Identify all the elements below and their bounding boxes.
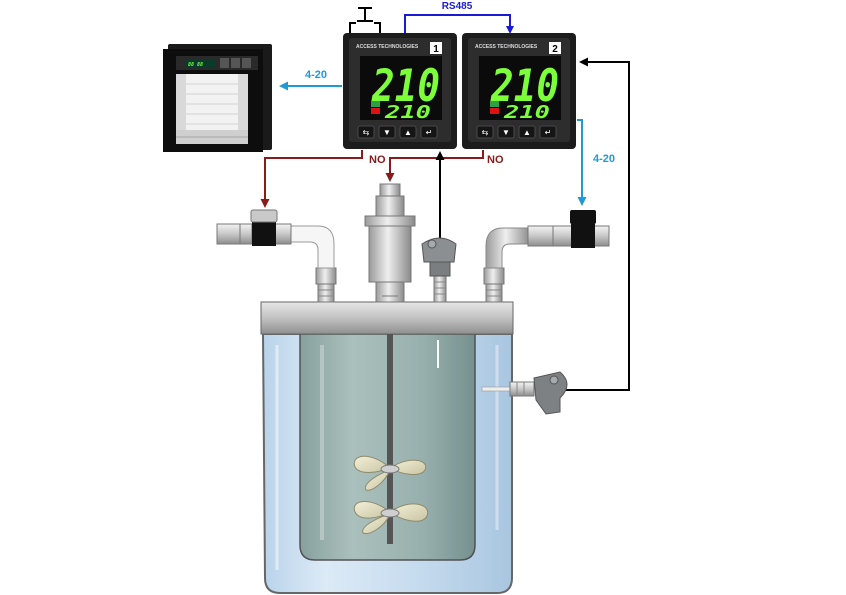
controller-1-up-label: ▲ — [404, 128, 412, 137]
analog-output-to-recorder: 4-20 — [279, 69, 342, 91]
controller-2-number: 2 — [552, 44, 558, 55]
analog-output-to-valve: 4-20 — [577, 119, 615, 206]
controller-1-enter-label: ↵ — [426, 128, 433, 137]
relay-output-left: NO — [260, 150, 386, 208]
temperature-controller-1: ACCESS TECHNOLOGIES 1 210 210 ⇆ ▼ ▲ ↵ — [343, 33, 457, 149]
control-valve-icon — [570, 210, 596, 248]
controller-1-pv: 210 — [371, 61, 440, 112]
controller-2-brand: ACCESS TECHNOLOGIES — [475, 44, 538, 50]
controller-1-down-button[interactable] — [378, 125, 396, 139]
propeller-agitator-icon — [353, 183, 429, 544]
signal-right-label: 4-20 — [593, 153, 615, 165]
relay-left-label: NO — [369, 154, 386, 166]
controller-2-mode-label: ⇆ — [482, 128, 489, 137]
controller-2-sv: 210 — [503, 102, 551, 123]
thermocouple-side-icon — [481, 371, 568, 415]
relay-output-right: NO — [385, 150, 504, 182]
controller-2-pv: 210 — [490, 61, 559, 112]
outlet-pipe-right — [483, 225, 610, 303]
controller-2-down-label: ▼ — [502, 128, 510, 137]
controller-1-down-label: ▼ — [383, 128, 391, 137]
controller-1-brand: ACCESS TECHNOLOGIES — [356, 44, 419, 50]
controller-2-enter-label: ↵ — [545, 128, 552, 137]
relay-right-label: NO — [487, 154, 504, 166]
controller-1-mode-label: ⇆ — [363, 128, 370, 137]
svg-text:88 88: 88 88 — [188, 62, 203, 68]
controller-2-enter-button[interactable] — [539, 125, 557, 139]
controller-1-number: 1 — [433, 44, 439, 55]
controller-2-up-button[interactable] — [518, 125, 536, 139]
controller-2-down-button[interactable] — [497, 125, 515, 139]
inlet-pipe-left — [216, 223, 337, 303]
controller-1-sv: 210 — [384, 102, 432, 123]
controller-1-enter-button[interactable] — [420, 125, 438, 139]
rs485-label: RS485 — [442, 1, 473, 12]
controller-1-up-button[interactable] — [399, 125, 417, 139]
push-button-switch-icon — [349, 7, 381, 33]
chart-recorder-icon: 88 88 — [163, 44, 272, 152]
rs485-link: RS485 — [404, 1, 514, 34]
signal-left-label: 4-20 — [305, 69, 327, 81]
solenoid-valve-icon — [239, 209, 278, 246]
temperature-controller-2: ACCESS TECHNOLOGIES 2 210 210 ⇆ ▼ ▲ ↵ — [462, 33, 576, 149]
controller-2-up-label: ▲ — [523, 128, 531, 137]
controller-1-mode-button[interactable] — [357, 125, 375, 139]
sensor-2-signal-line — [566, 57, 630, 391]
controller-2-mode-button[interactable] — [476, 125, 494, 139]
thermocouple-head-icon — [421, 237, 457, 303]
